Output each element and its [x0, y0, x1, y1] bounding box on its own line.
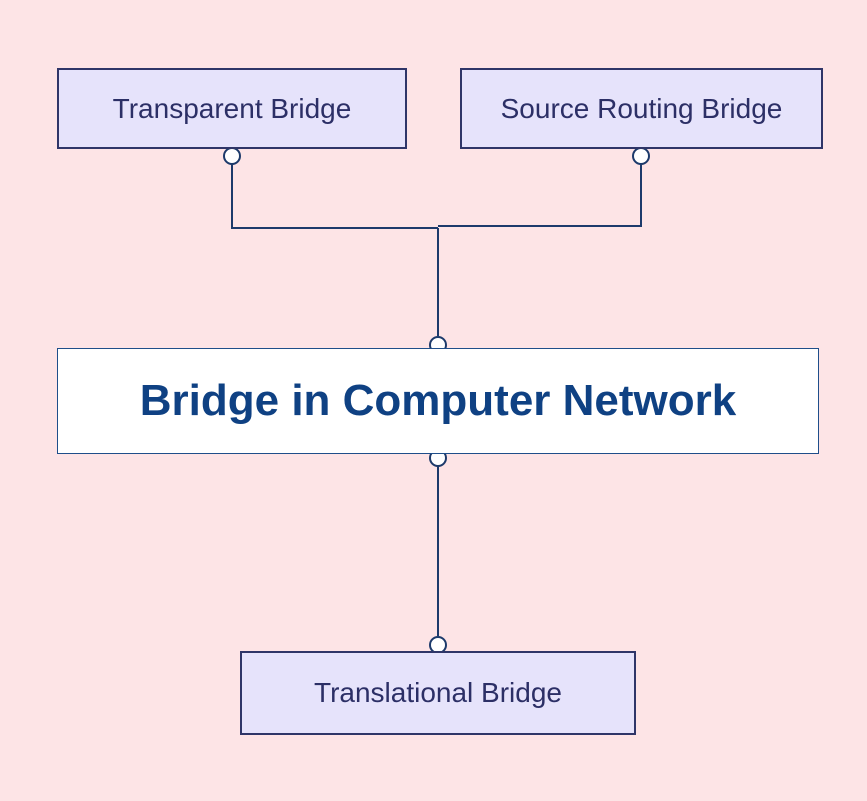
central-label: Bridge in Computer Network — [139, 376, 737, 425]
node-label: Transparent Bridge — [112, 92, 352, 124]
node-source-routing-bridge: Source Routing Bridge — [460, 68, 823, 149]
connector-source-routing — [438, 164, 642, 227]
node-translational-bridge: Translational Bridge — [240, 651, 636, 735]
node-label: Translational Bridge — [314, 677, 562, 708]
connector-transparent — [231, 164, 438, 229]
node-label: Source Routing Bridge — [500, 92, 783, 124]
connector-endpoint — [223, 147, 241, 165]
node-transparent-bridge: Transparent Bridge — [57, 68, 407, 149]
connector-endpoint — [632, 147, 650, 165]
node-central-bridge-in-computer-network: Bridge in Computer Network — [57, 348, 819, 454]
